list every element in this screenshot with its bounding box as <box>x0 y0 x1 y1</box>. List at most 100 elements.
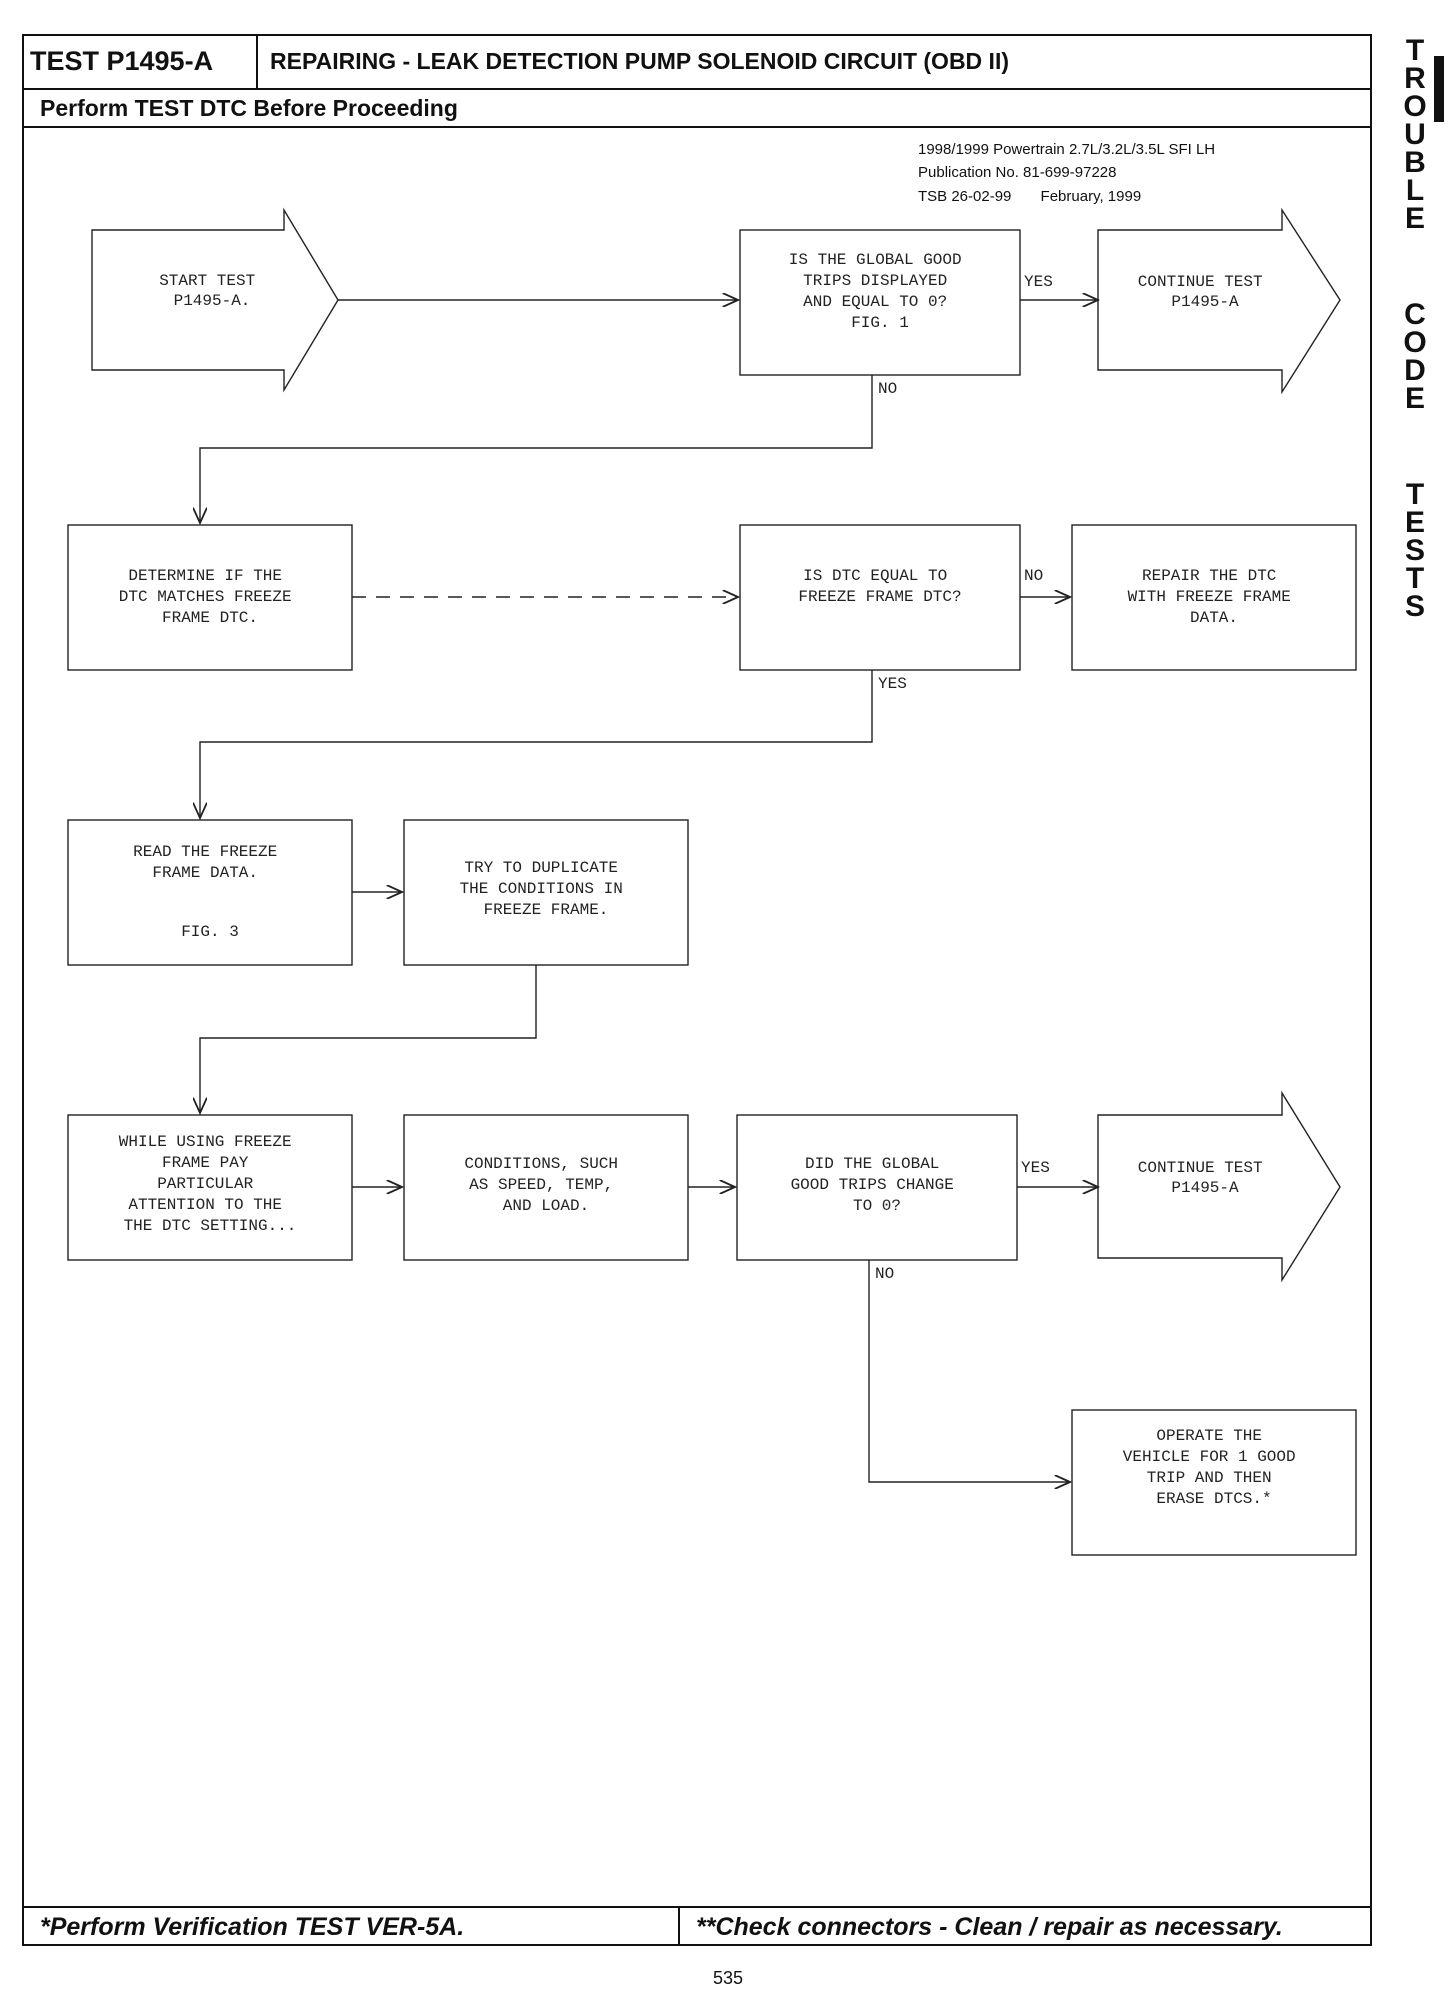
q1-line-3: AND EQUAL TO 0? <box>803 293 947 311</box>
read-line-1: READ THE FREEZE <box>133 843 277 861</box>
while-line-5: THE DTC SETTING... <box>124 1217 297 1235</box>
footer-connector-note: **Check connectors - Clean / repair as n… <box>678 1908 1283 1946</box>
duplicate-text: TRY TO DUPLICATE THE CONDITIONS IN FREEZ… <box>460 859 633 919</box>
continue-2-arrow-shape <box>1097 1090 1341 1283</box>
pub-info-line1: 1998/1999 Powertrain 2.7L/3.2L/3.5L SFI … <box>918 141 1216 158</box>
while-using-text: WHILE USING FREEZE FRAME PAY PARTICULAR … <box>119 1133 301 1235</box>
pub-info-line2: Publication No. 81-699-97228 <box>918 164 1117 181</box>
duplicate-line-1: TRY TO DUPLICATE <box>464 859 618 877</box>
determine-line-3: FRAME DTC. <box>162 609 258 627</box>
q2-yes-label: YES <box>878 675 907 693</box>
q2-line-2: FREEZE FRAME DTC? <box>798 588 961 606</box>
determine-dtc-text: DETERMINE IF THE DTC MATCHES FREEZE FRAM… <box>119 567 301 627</box>
side-letter: C <box>1404 298 1426 331</box>
q3-line-2: GOOD TRIPS CHANGE <box>791 1176 954 1194</box>
q-global-good-trips-box <box>739 229 1021 376</box>
read-freeze-text: READ THE FREEZE FRAME DATA. FIG. 3 <box>133 843 287 941</box>
read-line-2: FRAME DATA. <box>152 864 258 882</box>
continue-1-text: CONTINUE TEST P1495-A <box>1138 273 1272 311</box>
duplicate-line-2: THE CONDITIONS IN <box>460 880 623 898</box>
repair-line-2: WITH FREEZE FRAME <box>1128 588 1291 606</box>
page-number: 535 <box>712 1968 744 1988</box>
connector-q3-no <box>868 1260 1070 1482</box>
q-dtc-equal-text: IS DTC EQUAL TO FREEZE FRAME DTC? <box>798 567 961 606</box>
q2-line-1: IS DTC EQUAL TO <box>803 567 947 585</box>
footer-verification-note: *Perform Verification TEST VER-5A. <box>40 1913 465 1941</box>
determine-line-1: DETERMINE IF THE <box>128 567 282 585</box>
side-letter: S <box>1404 534 1425 567</box>
side-letter: E <box>1404 382 1425 415</box>
subheader: Perform TEST DTC Before Proceeding <box>22 90 1372 128</box>
continue-1-line-1: CONTINUE TEST <box>1138 273 1263 291</box>
repair-dtc-box <box>1071 524 1357 671</box>
duplicate-box <box>403 819 689 966</box>
duplicate-line-3: FREEZE FRAME. <box>484 901 609 919</box>
pub-info-line3: TSB 26-02-99 February, 1999 <box>918 188 1142 205</box>
conditions-line-3: AND LOAD. <box>503 1197 589 1215</box>
repair-line-1: REPAIR THE DTC <box>1142 567 1276 585</box>
side-letter: L <box>1405 174 1425 207</box>
operate-text: OPERATE THE VEHICLE FOR 1 GOOD TRIP AND … <box>1123 1427 1305 1508</box>
read-fig: FIG. 3 <box>181 923 239 941</box>
q-global-good-trips-text: IS THE GLOBAL GOOD TRIPS DISPLAYED AND E… <box>789 251 971 332</box>
side-letter: R <box>1404 62 1426 95</box>
q3-no-label: NO <box>875 1265 894 1283</box>
connector-q1-no <box>200 375 873 523</box>
continue-1-line-2: P1495-A <box>1171 293 1239 311</box>
while-line-2: FRAME PAY <box>162 1154 249 1172</box>
operate-line-4: ERASE DTCS.* <box>1156 1490 1271 1508</box>
while-line-3: PARTICULAR <box>157 1175 253 1193</box>
start-line-1: START TEST <box>159 272 255 290</box>
while-line-1: WHILE USING FREEZE <box>119 1133 292 1151</box>
q2-no-label: NO <box>1024 567 1043 585</box>
test-title: REPAIRING - LEAK DETECTION PUMP SOLENOID… <box>270 48 1009 74</box>
side-letter: O <box>1403 90 1427 123</box>
operate-line-3: TRIP AND THEN <box>1147 1469 1272 1487</box>
side-letter: E <box>1404 506 1425 539</box>
start-line-2: P1495-A. <box>174 292 251 310</box>
continue-2-text: CONTINUE TEST P1495-A <box>1138 1159 1272 1197</box>
q3-yes-label: YES <box>1021 1159 1050 1177</box>
side-letter: D <box>1404 354 1426 387</box>
q1-no-label: NO <box>878 380 897 398</box>
side-letter: O <box>1403 326 1427 359</box>
side-letter: T <box>1405 34 1425 67</box>
side-letter: T <box>1405 562 1425 595</box>
read-freeze-box <box>67 819 353 966</box>
operate-line-1: OPERATE THE <box>1156 1427 1262 1445</box>
operate-box <box>1071 1409 1357 1556</box>
conditions-line-1: CONDITIONS, SUCH <box>464 1155 618 1173</box>
determine-line-2: DTC MATCHES FREEZE <box>119 588 292 606</box>
repair-line-3: DATA. <box>1190 609 1238 627</box>
conditions-text: CONDITIONS, SUCH AS SPEED, TEMP, AND LOA… <box>464 1155 627 1215</box>
footer: *Perform Verification TEST VER-5A. **Che… <box>22 1906 1372 1946</box>
repair-dtc-text: REPAIR THE DTC WITH FREEZE FRAME DATA. <box>1128 567 1301 627</box>
conditions-line-2: AS SPEED, TEMP, <box>469 1176 613 1194</box>
q3-line-3: TO 0? <box>853 1197 901 1215</box>
operate-line-2: VEHICLE FOR 1 GOOD <box>1123 1448 1296 1466</box>
side-letter: T <box>1405 478 1425 511</box>
start-text: START TEST P1495-A. <box>159 272 265 310</box>
continue-1-arrow-shape <box>1097 207 1341 395</box>
continue-2-line-1: CONTINUE TEST <box>1138 1159 1263 1177</box>
q1-line-1: IS THE GLOBAL GOOD <box>789 251 962 269</box>
side-letter: U <box>1404 118 1426 151</box>
side-letter: S <box>1404 590 1425 623</box>
continue-2-line-2: P1495-A <box>1171 1179 1239 1197</box>
side-tab-marker <box>1434 56 1444 122</box>
while-line-4: ATTENTION TO THE <box>128 1196 282 1214</box>
page-frame <box>22 34 1372 1946</box>
start-arrow-shape <box>91 207 339 393</box>
q-trips-change-text: DID THE GLOBAL GOOD TRIPS CHANGE TO 0? <box>791 1155 964 1215</box>
q1-yes-label: YES <box>1024 273 1053 291</box>
connector-duplicate-to-while <box>200 965 537 1113</box>
q1-line-4: FIG. 1 <box>851 314 909 332</box>
q3-line-1: DID THE GLOBAL <box>805 1155 939 1173</box>
q1-line-2: TRIPS DISPLAYED <box>803 272 947 290</box>
header-row: TEST P1495-A REPAIRING - LEAK DETECTION … <box>22 34 1372 90</box>
connector-q2-yes <box>200 670 873 818</box>
test-id: TEST P1495-A <box>22 34 258 88</box>
side-letter: B <box>1404 146 1426 179</box>
side-letter: E <box>1404 202 1425 235</box>
